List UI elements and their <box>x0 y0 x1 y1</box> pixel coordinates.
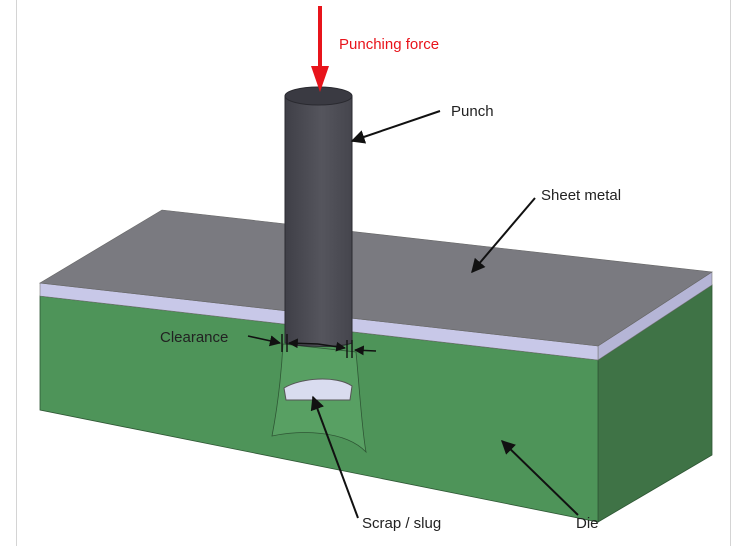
sheet-leader <box>471 197 536 274</box>
scrap-label: Scrap / slug <box>362 515 441 532</box>
clearance-arrow-inner-left <box>288 338 319 349</box>
die-leader <box>500 440 579 516</box>
punch-leader <box>350 110 441 144</box>
punch-label: Punch <box>451 103 494 120</box>
die-label: Die <box>576 515 599 532</box>
slug <box>283 378 353 401</box>
force-arrow-head <box>311 66 329 92</box>
punch-body <box>284 95 353 347</box>
punching-force-label: Punching force <box>339 36 439 53</box>
clearance-label: Clearance <box>160 329 228 346</box>
sheet-top-surface <box>39 209 713 347</box>
frame-line-left <box>16 0 17 546</box>
clearance-arrow-outer-right <box>354 345 377 356</box>
frame-line-right <box>730 0 731 546</box>
clearance-leader <box>247 335 282 347</box>
punch-top <box>284 86 353 106</box>
clearance-arrow-inner-right <box>317 341 346 352</box>
scrap-leader <box>310 395 359 519</box>
sheet-metal-label: Sheet metal <box>541 187 621 204</box>
